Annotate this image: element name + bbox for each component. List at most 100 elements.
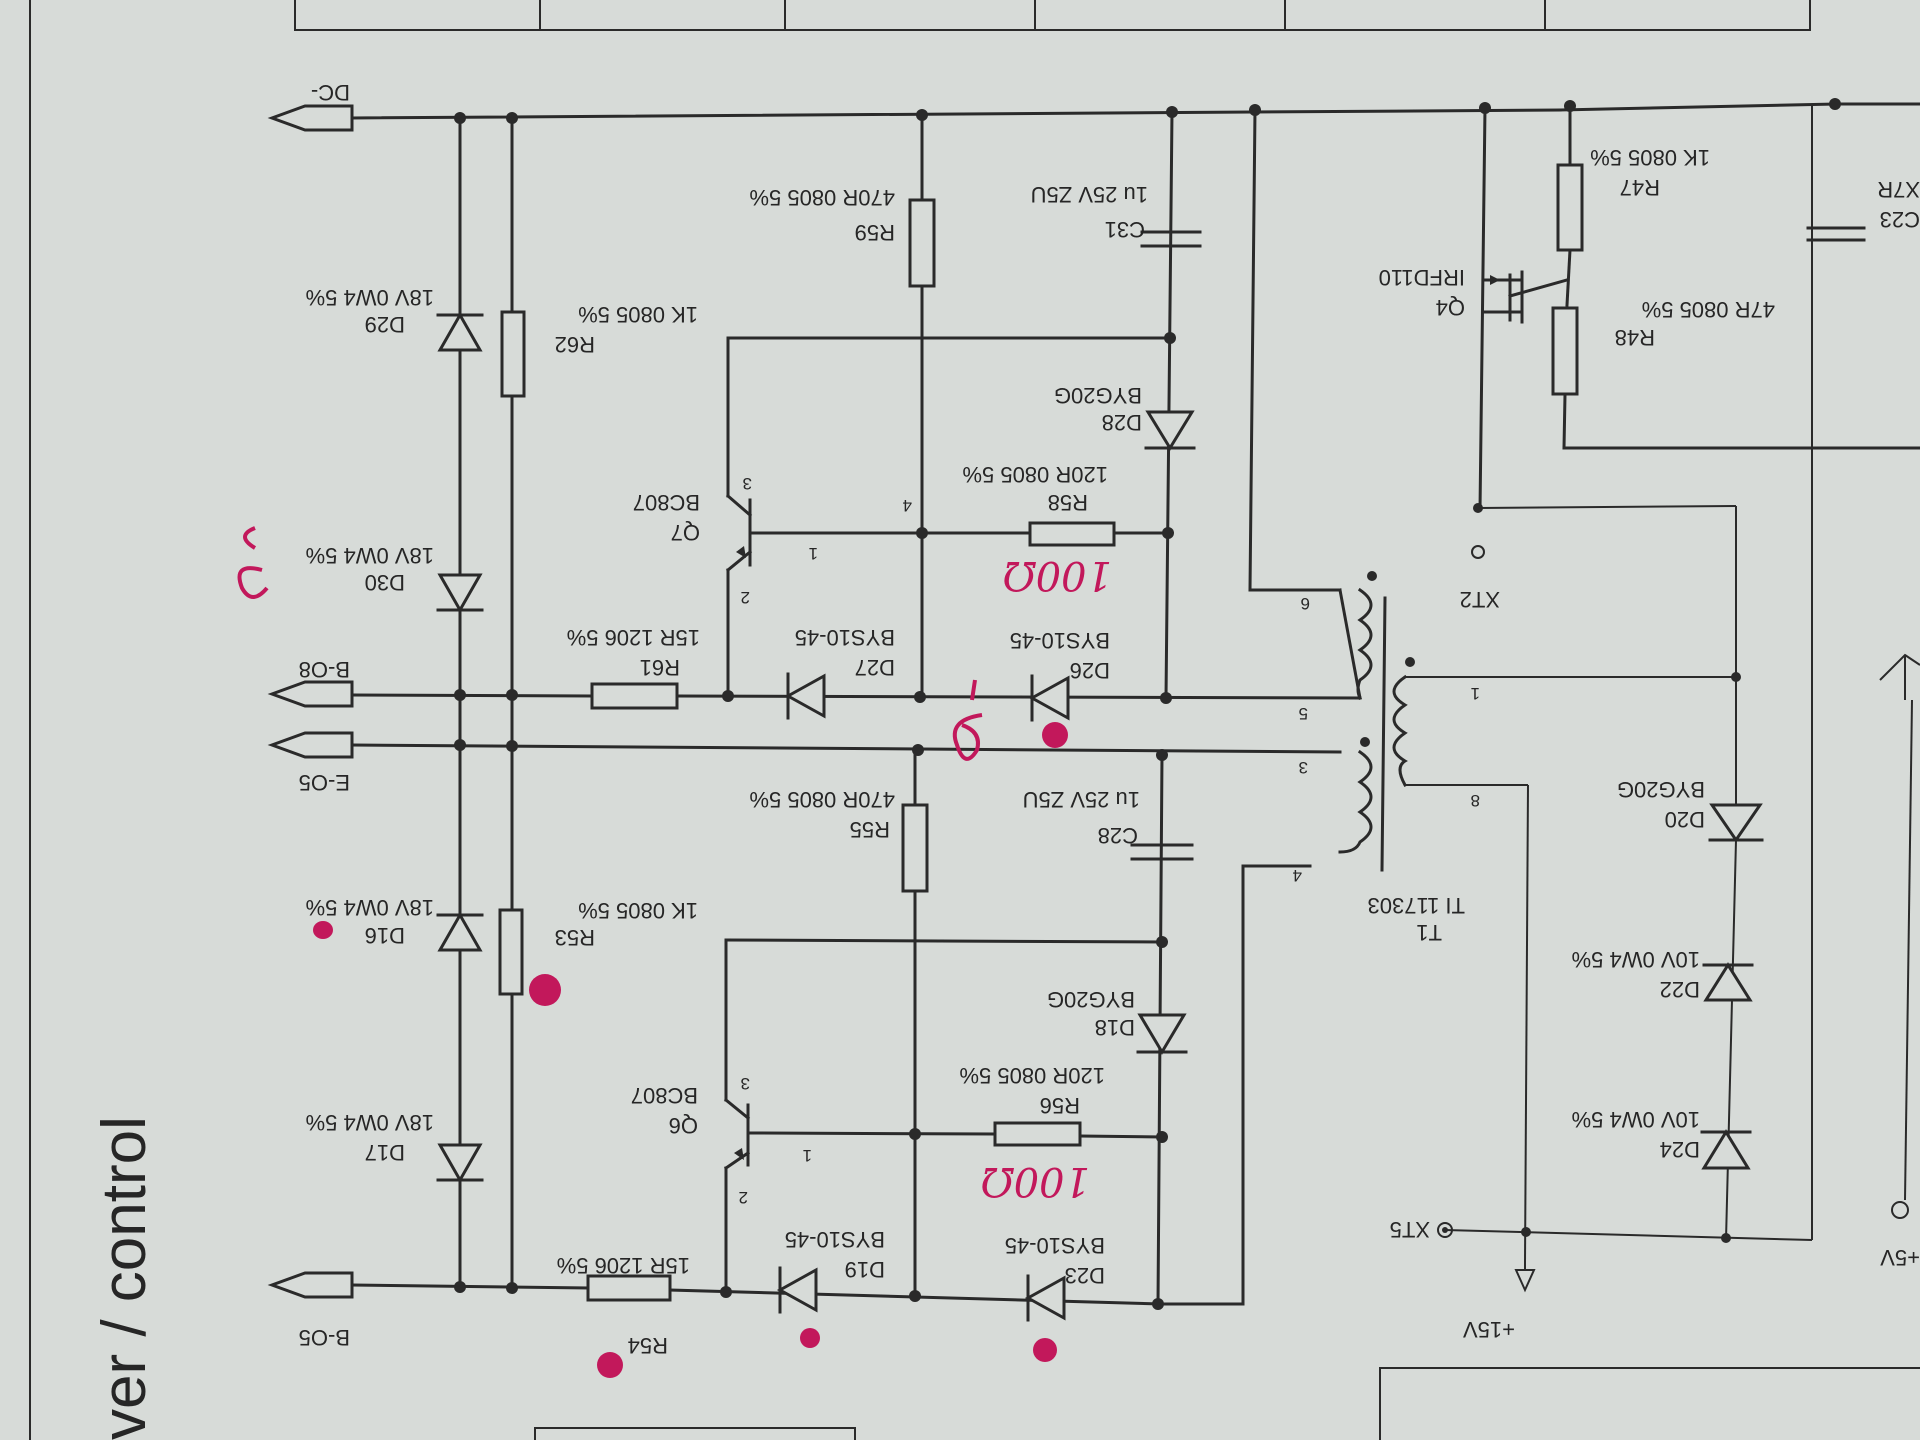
connector-b08[interactable]: B-O8 [267,657,354,708]
connector-b05-label: B-O5 [299,1325,350,1350]
connector-b08-label: B-O8 [299,657,350,682]
resistor-r48[interactable]: R48 47R 0805 5% [1551,297,1775,396]
title-block-top [294,0,1811,31]
handwritten-note-r56: 100Ω [980,1158,1090,1204]
transistor-q6-value: BC807 [631,1083,698,1108]
transformer-t1[interactable]: T1 TI 117303 6 5 3 4 1 8 [1293,571,1480,945]
connector-e05[interactable]: E-O5 [267,731,354,795]
connector-b05[interactable]: B-O5 [267,1271,354,1350]
diode-d20-value: BYG20G [1617,777,1705,802]
diode-d19-value: BYS10-45 [785,1227,885,1252]
supply-15v: +15V [1463,1262,1536,1342]
ink-dot-d19 [800,1328,820,1348]
resistor-r58[interactable]: R58 120R 0805 5% [962,462,1116,547]
ink-dot-d23 [1033,1338,1057,1362]
ink-dot-d16 [313,921,333,939]
q7-pin-4: 4 [903,496,912,515]
mosfet-q4-ref: Q4 [1436,295,1465,320]
diode-d27[interactable]: D27 BYS10-45 [784,625,895,720]
transformer-t1-value: TI 117303 [1368,893,1465,918]
diode-d23-value: BYS10-45 [1005,1233,1105,1258]
resistor-r62-value: 1K 0805 5% [578,302,698,327]
capacitor-c28-value: 1u 25V Z5U [1023,787,1140,812]
diode-d19[interactable]: D19 BYS10-45 [776,1227,885,1314]
resistor-r55[interactable]: R55 470R 0805 5% [749,787,929,893]
test-point-xt5[interactable]: XT5 [1390,1217,1453,1242]
resistor-r61-ref: R61 [640,655,680,680]
capacitor-c23-value: X7R [1877,177,1920,202]
resistor-r47-ref: R47 [1620,175,1660,200]
resistor-r55-value: 470R 0805 5% [749,787,895,812]
transistor-q7[interactable]: Q7 BC807 3 1 2 4 [633,474,912,607]
resistor-r48-ref: R48 [1615,325,1655,350]
t1-pin-4: 4 [1293,866,1302,885]
test-point-xt2[interactable]: XT2 [1460,545,1500,612]
diode-d27-value: BYS10-45 [795,625,895,650]
q6-pin-3: 3 [741,1074,750,1093]
ink-mark-rail [952,679,983,761]
transistor-q7-value: BC807 [633,490,700,515]
title-block-bottom-left [534,1427,856,1440]
ink-mark-d30 [237,526,269,599]
zener-d22[interactable]: D22 10V 0W4 5% [1572,947,1754,1002]
diode-d28[interactable]: D28 BYG20G [1054,383,1196,451]
resistor-r47-value: 1K 0805 5% [1590,145,1710,170]
resistor-r59-value: 470R 0805 5% [749,185,895,210]
resistor-r61[interactable]: R61 15R 1206 5% [567,625,700,710]
zener-d30[interactable]: D30 18V 0W4 5% [306,543,484,614]
diode-d18-ref: D18 [1095,1015,1135,1040]
resistor-r47[interactable]: R47 1K 0805 5% [1556,145,1710,252]
transistor-q6[interactable]: Q6 BC807 3 1 2 [631,1074,812,1207]
zener-d30-value: 18V 0W4 5% [306,543,434,568]
ink-dot-d26 [1042,722,1068,748]
capacitor-c31-value: 1u 25V Z5U [1031,182,1148,207]
ink-annotations: 100Ω 100Ω [237,526,1112,1378]
diode-d27-ref: D27 [855,655,895,680]
resistor-r58-value: 120R 0805 5% [962,462,1108,487]
resistor-r61-value: 15R 1206 5% [567,625,700,650]
zener-d16[interactable]: D16 18V 0W4 5% [306,895,484,952]
connector-dc-label: DC- [311,80,350,105]
capacitor-c28[interactable]: C28 1u 25V Z5U [1023,787,1194,861]
diode-d20-ref: D20 [1665,807,1705,832]
diode-d26[interactable]: D26 BYS10-45 [1010,628,1110,722]
resistor-r62[interactable]: R62 1K 0805 5% [500,302,698,398]
zener-d17[interactable]: D17 18V 0W4 5% [306,1110,484,1184]
mosfet-q4[interactable]: Q4 IRFD110 [1379,265,1569,324]
mosfet-q4-value: IRFD110 [1379,265,1465,290]
resistor-r56-value: 120R 0805 5% [959,1063,1105,1088]
supply-5v-label: +5V [1880,1245,1920,1270]
transistor-q7-ref: Q7 [671,520,700,545]
zener-d22-ref: D22 [1660,977,1700,1002]
capacitor-c31-ref: C31 [1105,217,1145,242]
resistor-r54[interactable]: R54 15R 1206 5% [557,1253,690,1358]
resistor-r58-ref: R58 [1048,490,1088,515]
resistor-r54-ref: R54 [628,1333,668,1358]
capacitor-c31[interactable]: C31 1u 25V Z5U [1031,182,1202,248]
diode-d28-value: BYG20G [1054,383,1142,408]
resistor-r59[interactable]: R59 470R 0805 5% [749,185,936,288]
connector-dc[interactable]: DC- [267,80,354,132]
capacitor-c23[interactable]: C23 X7R [1806,177,1920,242]
diode-d18[interactable]: D18 BYG20G [1047,987,1188,1055]
resistor-r54-value: 15R 1206 5% [557,1253,690,1278]
diode-d23[interactable]: D23 BYS10-45 [1005,1233,1105,1322]
zener-d16-ref: D16 [365,923,405,948]
q6-pin-2: 2 [739,1188,748,1207]
zener-d29[interactable]: D29 18V 0W4 5% [306,285,484,352]
zener-d24-value: 10V 0W4 5% [1572,1107,1700,1132]
test-point-xt2-label: XT2 [1460,587,1500,612]
t1-pin-1: 1 [1471,684,1480,703]
resistor-r55-ref: R55 [850,817,890,842]
t1-pin-8: 8 [1471,791,1480,810]
zener-d24[interactable]: D24 10V 0W4 5% [1572,1107,1752,1170]
q7-pin-3: 3 [743,474,752,493]
sheet-title: ver / control [90,1116,159,1440]
resistor-r53[interactable]: R53 1K 0805 5% [498,898,698,996]
diode-d26-value: BYS10-45 [1010,628,1110,653]
resistor-r56[interactable]: R56 120R 0805 5% [959,1063,1105,1147]
transistor-q6-ref: Q6 [669,1113,698,1138]
diode-d20[interactable]: D20 BYG20G [1617,777,1764,843]
